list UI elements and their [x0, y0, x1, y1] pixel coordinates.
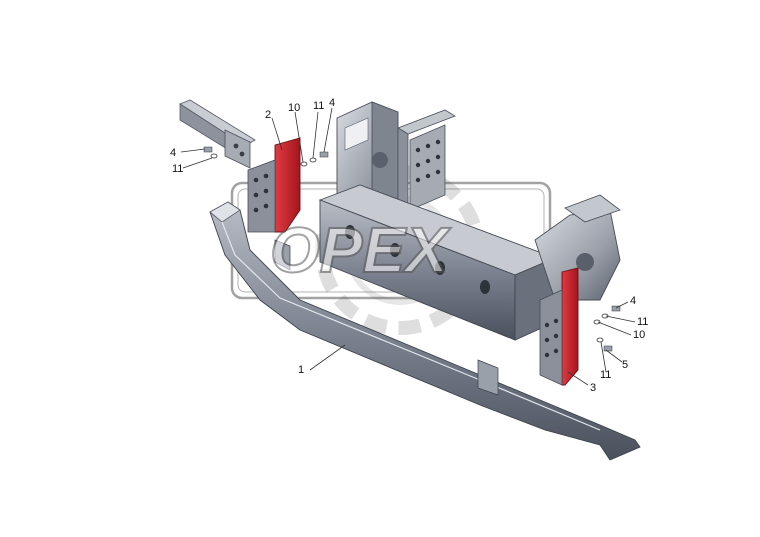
callout-labels: 1 2 3 4 4 4 5 10 10 11 11 11 11: [170, 97, 648, 394]
washer-icon: [596, 337, 604, 343]
washer-icon: [593, 319, 601, 325]
watermark-text: OPEX: [270, 214, 451, 286]
callout-1: 1: [298, 364, 304, 376]
washer-icon: [601, 313, 609, 319]
bolt-icon: [319, 151, 329, 158]
callout-11-lower: 11: [600, 369, 611, 381]
callout-10-right: 10: [633, 329, 645, 341]
front-bumper-beam: [209, 201, 641, 461]
callout-2: 2: [265, 109, 271, 121]
cross-member-holes: [345, 225, 490, 294]
bolt-icon: [611, 305, 621, 312]
callout-4-left: 4: [170, 147, 176, 159]
callout-4-right: 4: [630, 295, 636, 307]
washer-icon: [300, 161, 308, 167]
callout-11-right: 11: [637, 316, 648, 328]
washer-icon: [210, 153, 218, 159]
leader-lines: [180, 107, 636, 386]
central-frame-assembly: [318, 101, 621, 341]
upper-left-mount: [179, 99, 256, 169]
callout-5: 5: [622, 359, 628, 371]
callout-10-top: 10: [288, 102, 300, 114]
callout-3: 3: [590, 382, 596, 394]
bracket-left-red: [247, 137, 301, 233]
bolt-icon: [203, 146, 213, 153]
bracket-right-red: [539, 267, 579, 386]
callout-11-top: 11: [313, 100, 324, 112]
callout-4-top: 4: [329, 97, 335, 109]
callout-11-left: 11: [172, 163, 183, 175]
bolt-icon: [603, 345, 613, 352]
washer-icon: [309, 157, 317, 163]
plate-holes: [415, 139, 441, 183]
